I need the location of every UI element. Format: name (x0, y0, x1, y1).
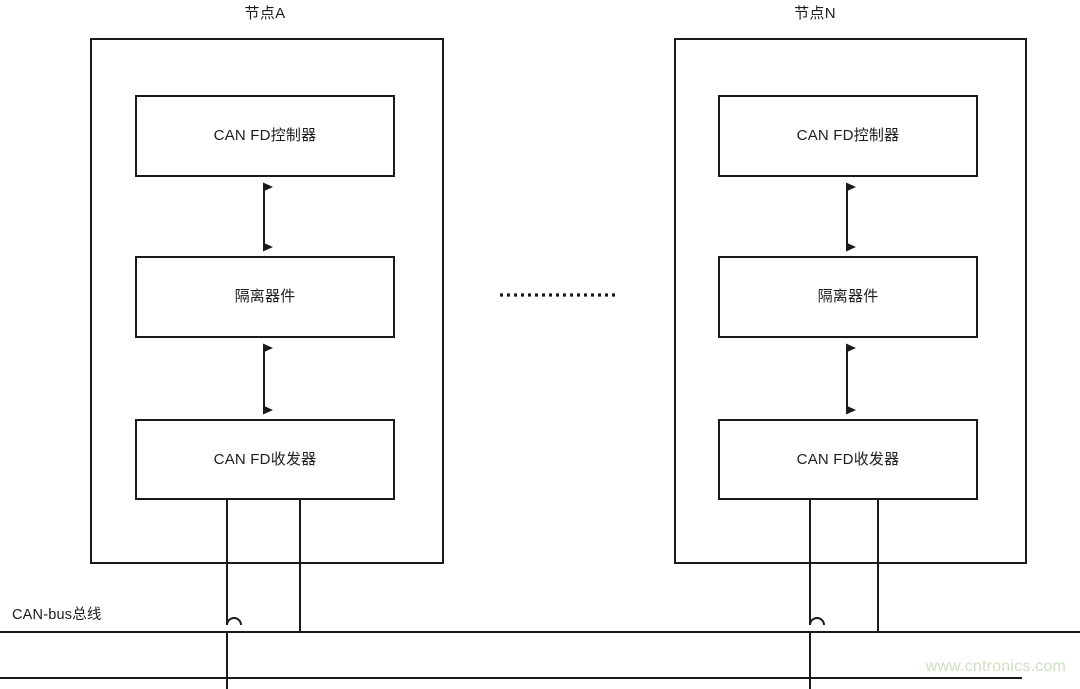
node-n-group (674, 38, 1027, 689)
node-n-outer-box (674, 38, 1027, 564)
node-a-group (90, 38, 444, 689)
node-a-outer-box (90, 38, 444, 564)
node-n-title: 节点N (794, 5, 836, 22)
node-n-isolator-box (718, 256, 978, 338)
node-n-transceiver-label: CAN FD收发器 (796, 451, 900, 468)
node-n-transceiver-box (718, 419, 978, 500)
node-a-wire-can-high (226, 499, 242, 689)
node-n-wire-can-high (809, 499, 825, 626)
node-n-controller-label: CAN FD控制器 (796, 127, 900, 144)
node-a-transceiver-box (135, 419, 395, 500)
node-n-controller-box (718, 95, 978, 177)
bus-label: CAN-bus总线 (12, 607, 102, 623)
node-a-wire-can-high-hop-tail (227, 625, 241, 632)
node-a-isolator-label: 隔离器件 (234, 288, 296, 305)
node-a-transceiver-label: CAN FD收发器 (213, 451, 317, 468)
node-a-title: 节点A (244, 5, 286, 22)
node-n-isolator-label: 隔离器件 (817, 288, 879, 305)
site-watermark: www.cntronics.com (925, 658, 1066, 675)
node-a-controller-label: CAN FD控制器 (213, 127, 317, 144)
node-a-isolator-box (135, 256, 395, 338)
node-a-controller-box (135, 95, 395, 177)
